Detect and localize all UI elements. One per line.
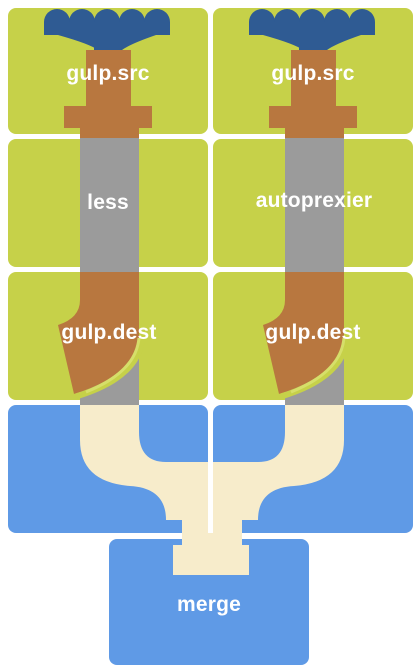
left-cream-pipe [80,405,182,520]
valve-handle-icon [249,9,375,52]
left-transform-label: less [87,191,129,214]
elbow-pipe-icon [263,272,350,399]
left-source-label: gulp.src [66,62,150,85]
right-pipe [242,9,375,520]
elbow-pipe-icon [58,272,145,399]
merge-label: merge [176,593,242,616]
tile-merge [109,539,309,665]
merge-stem-right [213,462,242,546]
left-faucet-body [64,50,152,138]
left-pipe [44,9,182,520]
right-transform-label: autoprexier [255,189,373,212]
valve-handle-icon [44,9,170,52]
merge-stem-gap [208,533,213,546]
merge-stem-left [182,462,208,546]
merge-connector [173,462,249,575]
merge-flange [173,545,249,575]
right-dest-label: gulp.dest [265,321,361,344]
right-faucet-body [269,50,357,138]
right-source-label: gulp.src [271,62,355,85]
right-cream-pipe [242,405,344,520]
left-dest-label: gulp.dest [61,321,157,344]
